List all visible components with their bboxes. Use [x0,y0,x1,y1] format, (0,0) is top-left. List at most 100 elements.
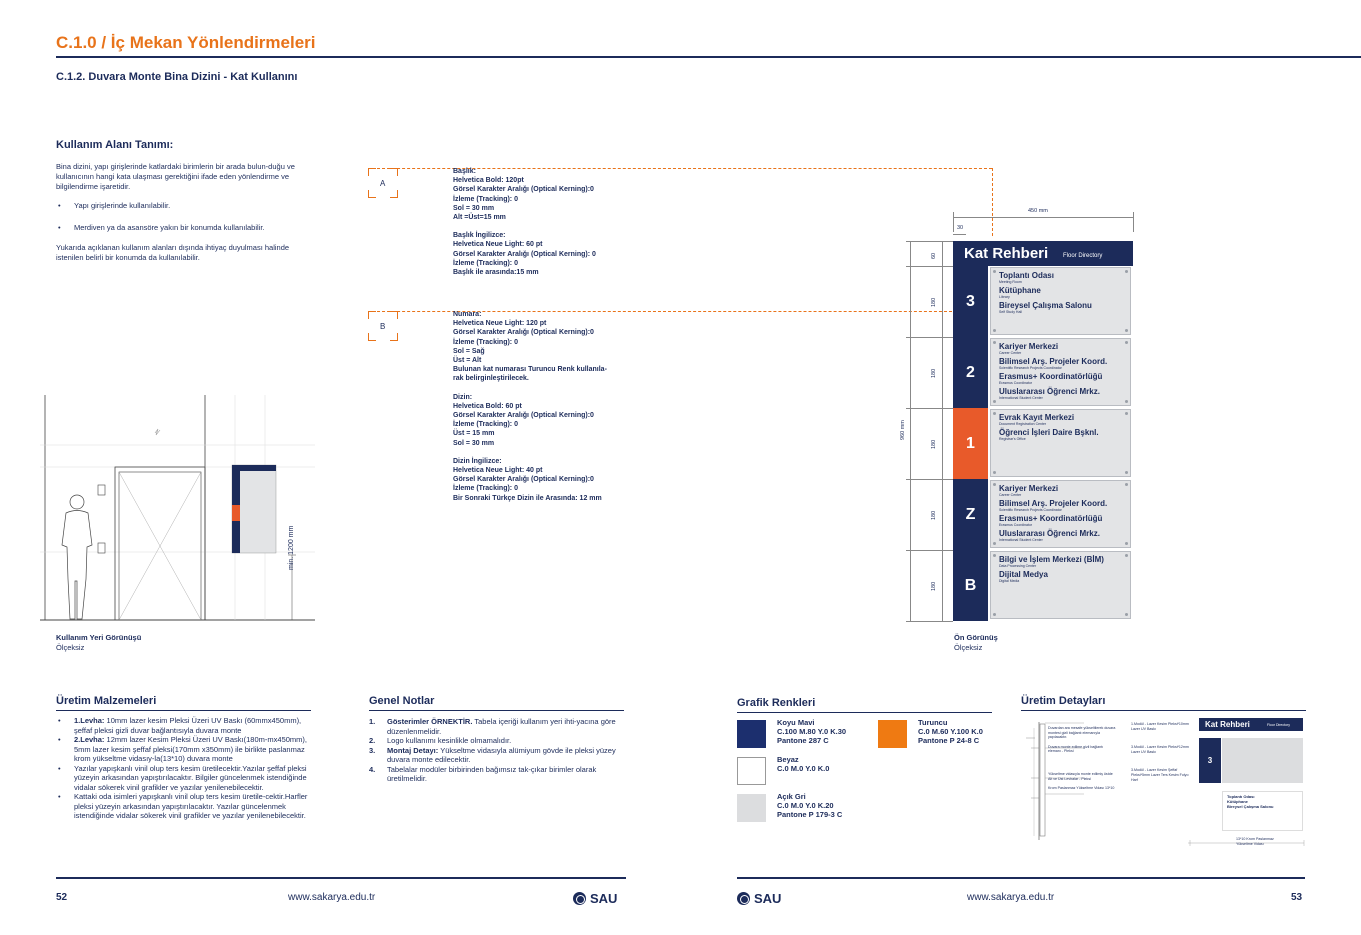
screw-icon [1125,483,1128,486]
production-left-notes: Duvardan ara mesafe yükseltilerek duvara… [1048,726,1116,796]
screw-icon [993,341,996,344]
spec-line: Üst = Alt [453,357,482,365]
material-item-text: 12mm lazer Kesim Pleksi Üzeri UV Baskı(1… [74,735,307,763]
dim-tick [906,479,953,480]
notes-list: 1.Gösterimler ÖRNEKTİR. Tabela içeriği k… [369,717,624,784]
footer-rule-right [737,877,1305,879]
color-swatch [737,794,766,822]
spec-line: Başlık ile arasında:15 mm [453,269,539,277]
floor-number: 3 [953,266,988,337]
entry-name-en: Registrar's Office [999,437,1026,441]
note-number: 2. [369,736,376,745]
materials-rule [56,710,311,711]
directory-entry: Bilimsel Arş. Projeler Koord.Scientific … [999,357,1122,370]
material-item-text: Yazılar yapışkanlı vinil olup ters kesim… [74,763,307,792]
footer-rule-left [56,877,626,879]
screw-icon [993,400,996,403]
production-note: 3.Modül - Lazer Kesim Pleksi*12mm Lazer … [1131,745,1189,754]
spec-line: Helvetica Neue Light: 40 pt [453,467,543,475]
floor-number: 1 [953,408,988,479]
color-swatch [737,757,766,785]
screw-icon [1125,542,1128,545]
entry-name-en: Library [999,295,1010,299]
production-note: Duvardan ara mesafe yükseltilerek duvara… [1048,726,1116,740]
usage-bullet: Merdiven ya da asansöre yakın bir konumd… [56,223,316,233]
material-item: 1.Levha: 10mm lazer kesim Pleksi Üzeri U… [56,716,311,735]
dim-tick [906,241,953,242]
mini-entry: Bireysel Çalışma Salonu [1227,804,1274,809]
note-number: 1. [369,717,376,726]
entry-name-en: Scientific Research Projects Coordinator [999,366,1062,370]
spec-line: Helvetica Neue Light: 60 pt [453,241,543,249]
row-dim-label: 180 [931,297,937,307]
entry-name: Öğrenci İşleri Daire Bşknl. [999,428,1099,437]
spec-line: Bir Sonraki Türkçe Dizin ile Arasında: 1… [453,494,602,502]
spec-line: Görsel Karakter Aralığı (Optical Kerning… [453,250,596,258]
usage-view-scale: Ölçeksiz [56,643,85,652]
entry-name-en: Meeting Room [999,280,1022,284]
note-item: 3.Montaj Detayı: Yükseltme vidasıyla alü… [369,746,624,765]
color-cmyk: C.0 M.60 Y.100 K.0 [918,727,983,736]
usage-view-caption: Kullanım Yeri Görünüşü [56,633,142,642]
floor-number: 2 [953,337,988,408]
color-name: Turuncu [918,718,948,727]
spec-line: Başlık: [453,168,476,175]
sau-logo-left: SAU [573,891,617,906]
spec-group: Dizin İngilizce:Helvetica Neue Light: 40… [453,457,638,503]
row-dim-label: 180 [931,439,937,449]
mini-sign-panel [1222,738,1303,783]
entry-name: Evrak Kayıt Merkezi [999,413,1075,422]
screw-icon [993,483,996,486]
spec-line: Numara: [453,311,482,318]
front-view-caption-block: Ön Görünüş Ölçeksiz [954,633,998,653]
entry-name-en: Data Processing Center [999,564,1037,568]
entry-name-en: Erasmus Coordinator [999,523,1033,527]
color-name: Açık Gri [777,792,806,801]
color-name: Koyu Mavi [777,718,815,727]
dim-tick [906,266,953,267]
section-title: C.1.0 / İç Mekan Yönlendirmeleri [56,33,316,52]
screw-icon [993,329,996,332]
screw-icon [993,471,996,474]
production-note: Yükseltme vidasıyla monte edilmiş üstde … [1048,771,1113,781]
page-subtitle: C.1.2. Duvara Monte Bina Dizini - Kat Ku… [56,71,298,83]
left-dim-line [953,234,966,235]
entry-name-en: Erasmus Coordinator [999,381,1033,385]
sau-logo-right: SAU [737,891,781,906]
row-dim-line [942,241,943,621]
mini-sign-title: Kat Rehberi [1205,720,1250,729]
colors-heading: Grafik Renkleri [737,697,816,709]
spec-line: Sol = 30 mm [453,204,495,212]
material-item: Yazılar yapışkanlı vinil olup ters kesim… [56,764,311,793]
dim-tick [906,408,953,409]
note-text: Tabela içeriği kullanım yeri ihti-yacına… [387,717,616,736]
material-item-label: 1.Levha: [74,716,105,725]
usage-section: Kullanım Alanı Tanımı: Bina dizini, yapı… [56,139,316,263]
sau-logo-text: SAU [754,891,782,906]
note-text: Tabelalar modüler birbirinden bağımsız t… [387,764,597,784]
screw-icon [993,554,996,557]
spec-group: Başlık İngilizce:Helvetica Neue Light: 6… [453,231,633,277]
production-note: Duvara monte edilme gizli bağlantı elema… [1048,744,1104,754]
spec-line: İzleme (Tracking): 0 [453,485,518,493]
directory-entry: Bilimsel Arş. Projeler Koord.Scientific … [999,499,1122,512]
material-item: 2.Levha: 12mm lazer Kesim Pleksi Üzeri U… [56,735,311,764]
dim-tick [953,212,954,232]
